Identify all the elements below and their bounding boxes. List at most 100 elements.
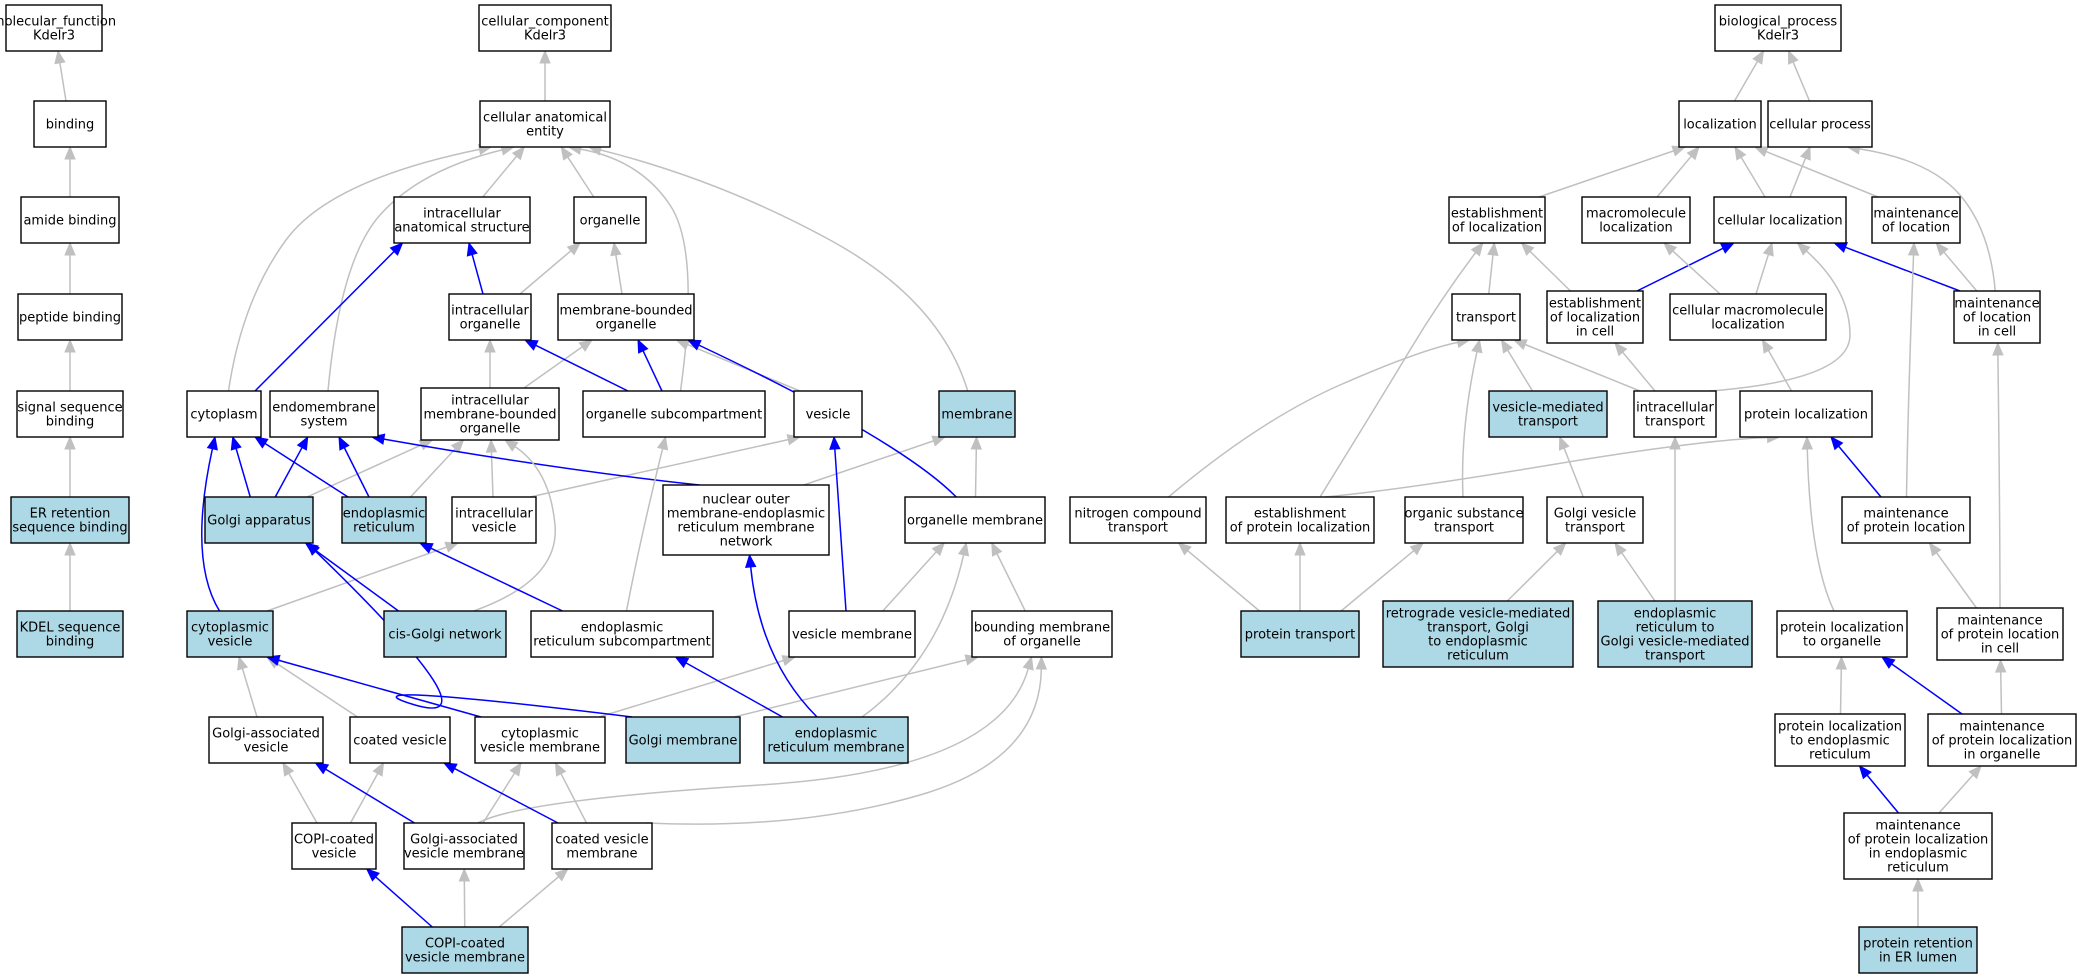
term-box[interactable] [1774, 713, 1906, 767]
term-box[interactable] [186, 390, 262, 438]
term-box[interactable] [349, 716, 451, 764]
term-box[interactable] [269, 390, 379, 438]
term-node-amide-binding[interactable]: amide binding [20, 196, 120, 244]
term-box[interactable] [393, 196, 531, 244]
term-box[interactable] [1546, 496, 1644, 544]
term-node-golgi-mem[interactable]: Golgi membrane [625, 716, 741, 764]
term-node-transport[interactable]: transport [1451, 293, 1521, 341]
term-box[interactable] [1927, 713, 2077, 767]
term-box[interactable] [551, 822, 653, 870]
term-box[interactable] [530, 610, 714, 658]
term-node-prot-transport[interactable]: protein transport [1240, 610, 1360, 658]
term-box[interactable] [1448, 196, 1546, 244]
term-box[interactable] [788, 610, 916, 658]
term-box[interactable] [971, 610, 1113, 658]
term-node-coated-ves[interactable]: coated vesicle [349, 716, 451, 764]
term-node-membrane[interactable]: membrane [938, 390, 1016, 438]
term-node-org-subcomp[interactable]: organelle subcompartment [582, 390, 766, 438]
term-box[interactable] [1069, 496, 1207, 544]
term-node-cell-loc[interactable]: cellular localization [1713, 196, 1847, 244]
term-box[interactable] [1871, 196, 1961, 244]
term-box[interactable] [474, 716, 606, 764]
term-box[interactable] [1597, 600, 1753, 668]
term-box[interactable] [33, 100, 107, 148]
term-box[interactable] [1451, 293, 1521, 341]
term-node-vesicle[interactable]: vesicle [793, 390, 863, 438]
term-node-org-mem[interactable]: organelle membrane [904, 496, 1046, 544]
term-node-prot-loc[interactable]: protein localization [1739, 390, 1873, 438]
term-box[interactable] [403, 822, 525, 870]
term-box[interactable] [1713, 196, 1847, 244]
term-box[interactable] [341, 496, 427, 544]
term-node-peptide-binding[interactable]: peptide binding [17, 293, 123, 341]
term-box[interactable] [557, 293, 695, 341]
term-box[interactable] [1936, 607, 2064, 661]
term-box[interactable] [478, 4, 612, 52]
term-box[interactable] [208, 716, 324, 764]
term-box[interactable] [625, 716, 741, 764]
term-box[interactable] [1488, 390, 1608, 438]
term-box[interactable] [448, 293, 532, 341]
term-box[interactable] [1633, 390, 1717, 438]
term-box[interactable] [1382, 600, 1574, 668]
term-box[interactable] [16, 610, 124, 658]
term-node-cis-golgi[interactable]: cis-Golgi network [383, 610, 507, 658]
term-box[interactable] [1714, 4, 1842, 52]
term-box[interactable] [420, 387, 560, 441]
term-box[interactable] [291, 822, 377, 870]
term-box[interactable] [1669, 293, 1827, 341]
term-node-ves-mem[interactable]: vesicle membrane [788, 610, 916, 658]
term-box[interactable] [20, 196, 120, 244]
term-box[interactable] [1404, 496, 1524, 544]
term-box[interactable] [573, 196, 647, 244]
term-box[interactable] [662, 484, 830, 556]
term-box[interactable] [401, 926, 529, 974]
term-box[interactable] [1858, 926, 1978, 974]
term-box[interactable] [1546, 290, 1644, 344]
term-box[interactable] [10, 496, 130, 544]
term-box[interactable] [383, 610, 507, 658]
term-box[interactable] [5, 4, 103, 52]
term-node-binding[interactable]: binding [33, 100, 107, 148]
term-box[interactable] [582, 390, 766, 438]
term-box[interactable] [763, 716, 909, 764]
term-box[interactable] [1678, 100, 1762, 148]
term-box[interactable] [1225, 496, 1375, 544]
term-box[interactable] [904, 496, 1046, 544]
term-box[interactable] [17, 293, 123, 341]
